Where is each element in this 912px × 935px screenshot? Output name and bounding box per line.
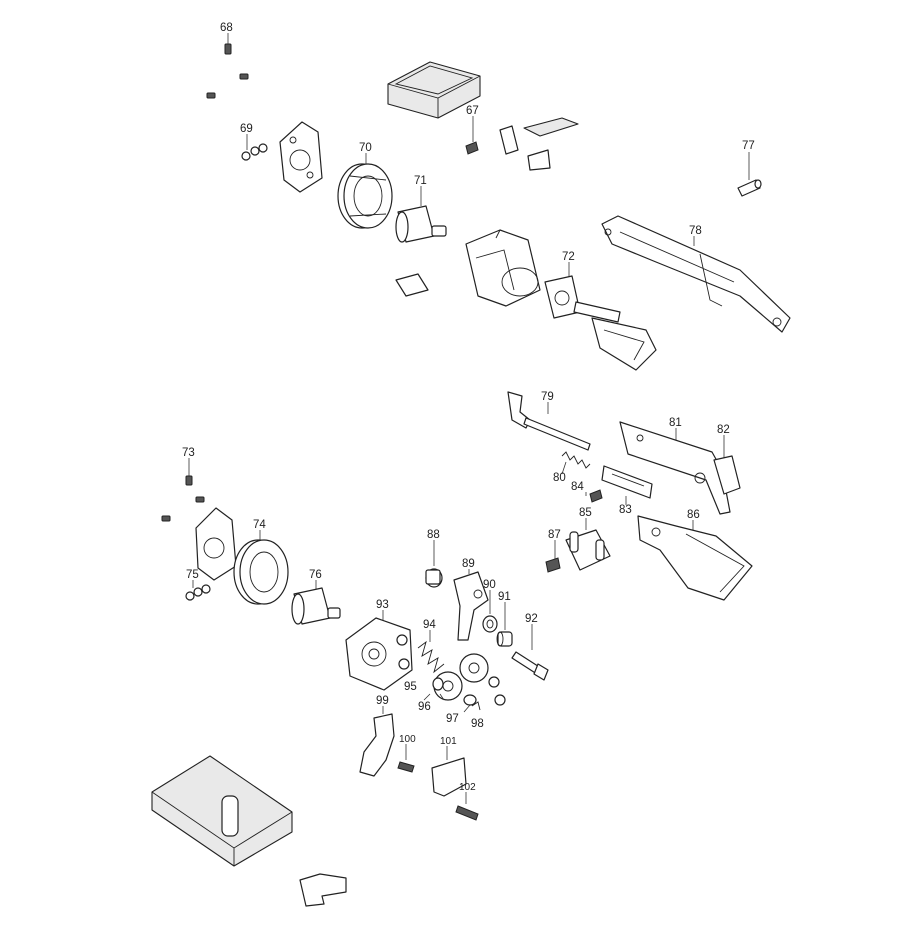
part-69-washers [241, 134, 268, 161]
part-74-stator [233, 530, 289, 605]
part-93-housing [345, 610, 413, 691]
part-92-bolt [511, 624, 549, 681]
callout-labels: 68 67 69 70 71 77 78 72 79 81 82 80 84 8… [182, 22, 755, 793]
part-68-screws [206, 33, 249, 99]
callout-101: 101 [440, 736, 457, 747]
callout-97: 97 [446, 713, 459, 725]
callout-100: 100 [399, 734, 416, 745]
callout-72: 72 [562, 251, 575, 263]
callout-84: 84 [571, 481, 584, 493]
part-100-screw [397, 744, 415, 773]
callout-98: 98 [471, 718, 484, 730]
callout-91: 91 [498, 591, 511, 603]
part-73-screws [161, 458, 205, 522]
callout-89: 89 [462, 558, 475, 570]
base-box [151, 755, 293, 867]
end-plate-2 [195, 507, 237, 581]
part-91-bushing [496, 602, 513, 647]
part-96-gears [423, 653, 489, 701]
callout-87: 87 [548, 529, 561, 541]
callout-83: 83 [619, 504, 632, 516]
controller-box [387, 61, 481, 119]
part-97-washers [463, 676, 506, 713]
part-89-lever [453, 569, 489, 641]
gear-housing [465, 229, 541, 307]
callout-93: 93 [376, 599, 389, 611]
callout-82: 82 [717, 424, 730, 436]
part-76-rotor [291, 580, 341, 625]
callout-86: 86 [687, 509, 700, 521]
part-86-guard [637, 515, 753, 601]
callout-78: 78 [689, 225, 702, 237]
callout-90: 90 [483, 579, 496, 591]
callout-94: 94 [423, 619, 436, 631]
part-82-bracket [713, 435, 741, 495]
callout-88: 88 [427, 529, 440, 541]
part-99-hook [359, 706, 395, 777]
end-plate [279, 121, 323, 193]
callout-99: 99 [376, 695, 389, 707]
part-90-washer [482, 590, 498, 633]
callout-68: 68 [220, 22, 233, 34]
part-71-rotor [395, 186, 447, 243]
callout-74: 74 [253, 519, 266, 531]
part-94-spring [417, 630, 445, 674]
connector-parts [499, 117, 579, 171]
callout-79: 79 [541, 391, 554, 403]
callout-67: 67 [466, 105, 479, 117]
callout-69: 69 [240, 123, 253, 135]
part-80-spring [561, 451, 591, 475]
callout-71: 71 [414, 175, 427, 187]
part-101-bracket [431, 746, 467, 797]
small-plate [395, 273, 429, 297]
callout-102: 102 [459, 782, 476, 793]
callout-80: 80 [553, 472, 566, 484]
callout-70: 70 [359, 142, 372, 154]
part-77-pin [737, 152, 762, 197]
callout-75: 75 [186, 569, 199, 581]
shaft-clamp [573, 301, 657, 371]
bottom-bracket [299, 873, 347, 907]
callout-77: 77 [742, 140, 755, 152]
part-70-stator [337, 153, 393, 229]
part-79-rod [507, 391, 591, 451]
part-83-slider [601, 465, 653, 505]
part-75-washers [185, 580, 211, 601]
callout-76: 76 [309, 569, 322, 581]
callout-73: 73 [182, 447, 195, 459]
part-81-plate [619, 421, 731, 515]
part-87-screw [545, 540, 561, 573]
callout-81: 81 [669, 417, 682, 429]
part-85-lever [565, 518, 611, 571]
part-84-screw [585, 489, 603, 503]
part-88-bushing [425, 540, 443, 588]
part-102-screw [455, 792, 479, 821]
callout-92: 92 [525, 613, 538, 625]
part-78-arm [601, 215, 791, 333]
callout-96: 96 [418, 701, 431, 713]
callout-85: 85 [579, 507, 592, 519]
callout-95: 95 [404, 681, 417, 693]
part-67-screw [465, 116, 479, 155]
